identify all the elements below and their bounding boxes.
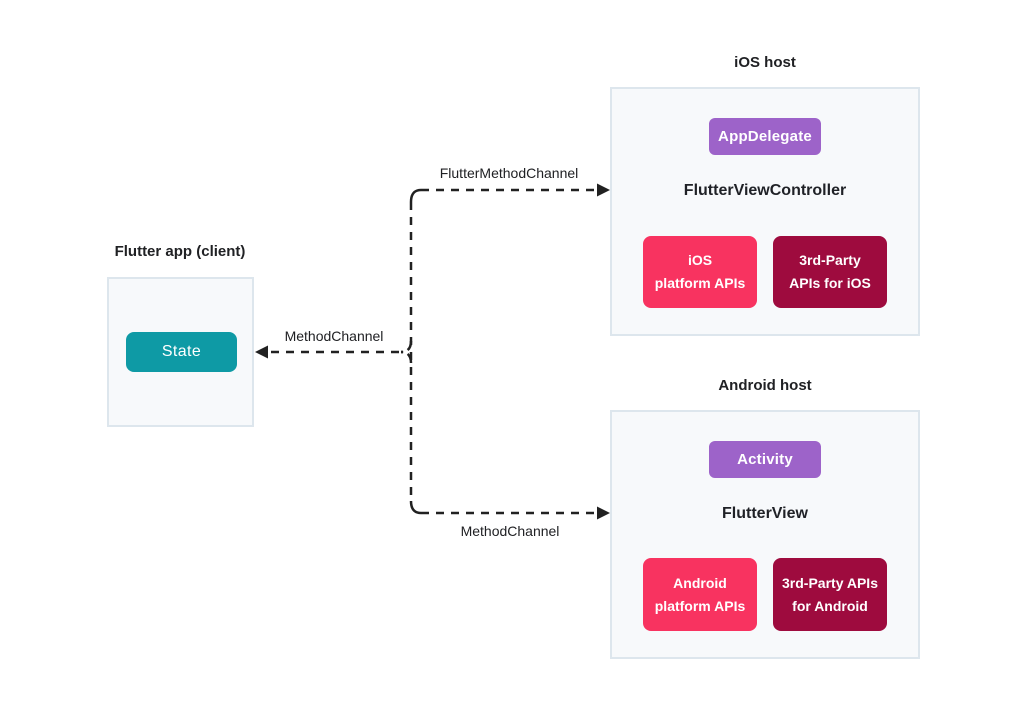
ios-platform-apis-line1: iOS [687,252,713,268]
android-platform-apis-line2: platform APIs [654,597,746,614]
flutter-app-title: Flutter app (client) [114,243,246,260]
ios-platform-apis-line2: platform APIs [654,275,746,291]
android-third-party-apis-line2: for Android [792,597,868,614]
state-arrowhead [255,345,268,359]
appdelegate-node: AppDelegate [709,118,821,155]
ios-third-party-apis-line1: 3rd-Party [799,252,861,268]
flutterview-label: FlutterView [722,505,808,522]
android-third-party-apis-line1: 3rd-Party APIs [782,574,878,591]
state-channel-label: MethodChannel [284,328,384,344]
ios-third-party-apis-node: 3rd-Party APIs for iOS [773,236,887,308]
ios-third-party-apis-line2: APIs for iOS [789,275,871,291]
ios-platform-apis-node: iOS platform APIs [643,236,757,308]
ios-channel-label: FlutterMethodChannel [439,165,579,181]
android-channel-label: MethodChannel [460,523,560,539]
android-platform-apis-line1: Android [673,574,727,591]
ios-arrowhead [597,183,610,197]
android-host-title: Android host [718,377,812,394]
android-platform-apis-node: Android platform APIs [643,558,757,631]
state-node: State [126,332,237,372]
android-arrowhead [597,506,610,520]
ios-host-title: iOS host [734,54,796,71]
android-third-party-apis-node: 3rd-Party APIs for Android [773,558,887,631]
activity-node: Activity [709,441,821,478]
flutterviewcontroller-label: FlutterViewController [683,182,847,199]
